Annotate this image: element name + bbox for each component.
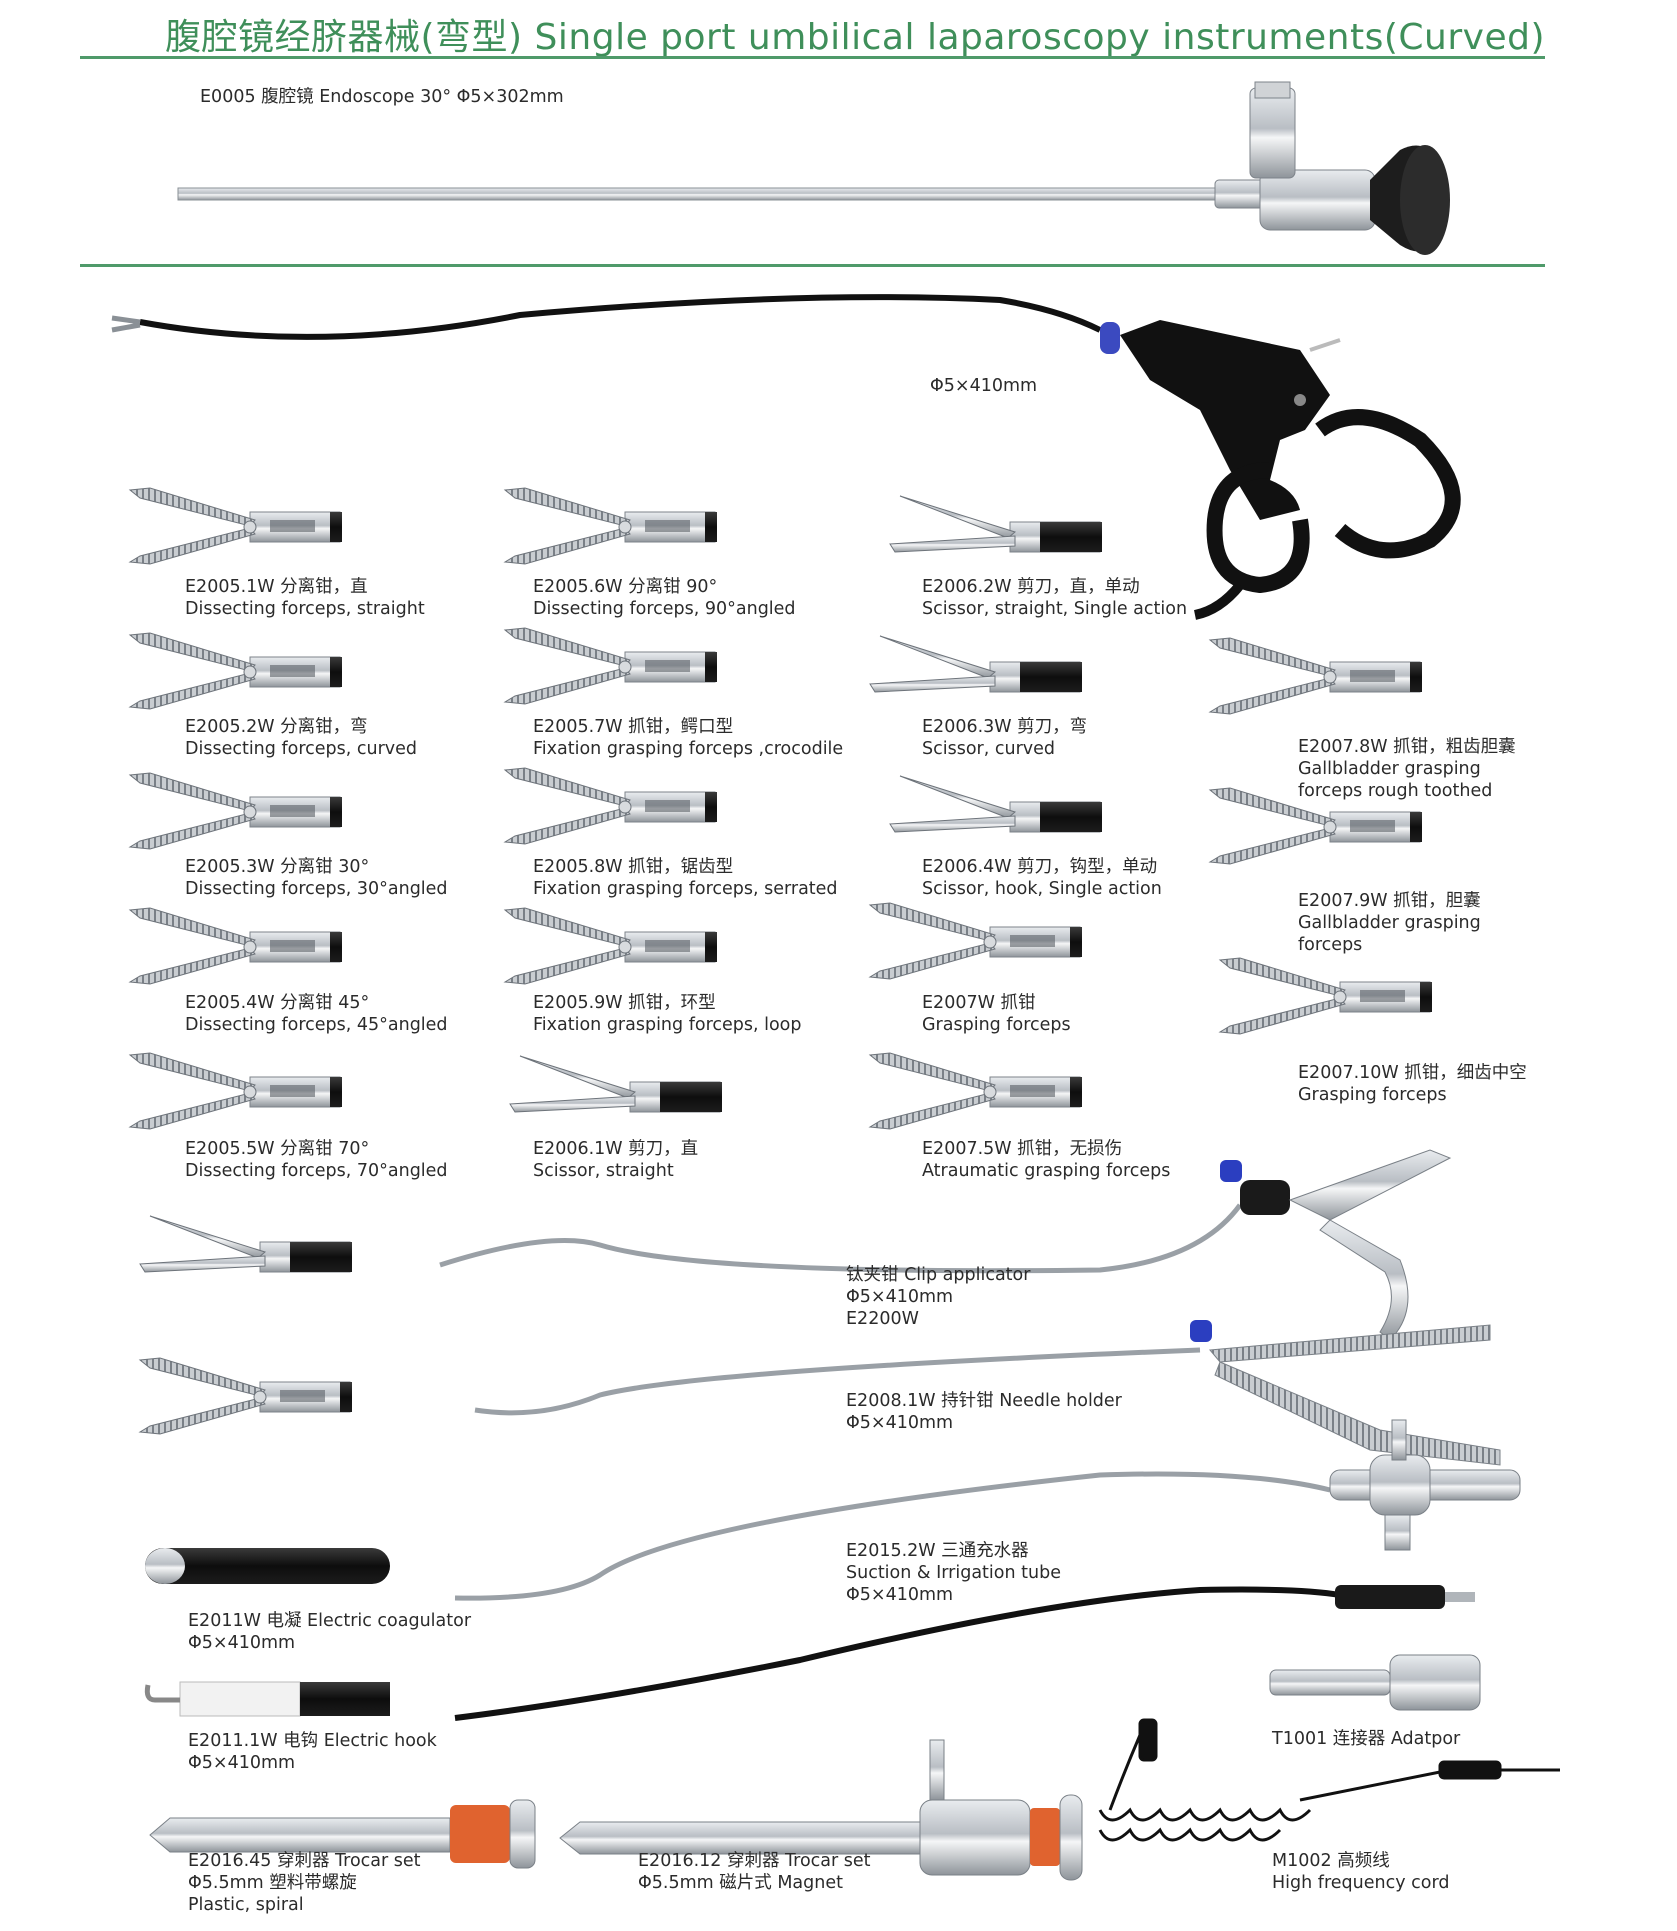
needle-shaft: [474, 1347, 1201, 1416]
tip-e2005-8w: [504, 767, 718, 845]
coag-illustration: [145, 1548, 390, 1584]
tip-label: E2005.5W 分离钳 70°Dissecting forceps, 70°a…: [185, 1139, 448, 1181]
tip-e2005-3w: [129, 772, 343, 850]
clip-handle: [1220, 1149, 1451, 1341]
tip-e2005-4w: [129, 907, 343, 985]
hf-cord-illustration: [1098, 1718, 1560, 1842]
tip-e2005-1w: [129, 487, 343, 565]
tip-e2006-3w: [869, 635, 1083, 693]
tip-needle: [139, 1357, 353, 1435]
tip-label: E2005.4W 分离钳 45°Dissecting forceps, 45°a…: [185, 993, 448, 1035]
black-handle-illustration: [111, 294, 1461, 620]
tip-e2007-8w: [1209, 637, 1423, 715]
hook-illustration: [144, 1681, 390, 1717]
tip-e2007-10w: [1219, 957, 1433, 1035]
adaptor-label: T1001 连接器 Adatpor: [1272, 1729, 1461, 1749]
tip-e2006-2w: [889, 495, 1103, 553]
tip-e2005-5w: [129, 1052, 343, 1130]
tip-e2007-5w: [869, 1052, 1083, 1130]
tip-e2005-7w: [504, 627, 718, 705]
tip-clip: [139, 1215, 353, 1273]
endoscope-label: E0005 腹腔镜 Endoscope 30° Φ5×302mm: [200, 87, 564, 107]
tip-e2005-9w: [504, 907, 718, 985]
tip-e2007w: [869, 902, 1083, 980]
tip-e2005-6w: [504, 487, 718, 565]
tip-label: E2005.6W 分离钳 90°Dissecting forceps, 90°a…: [533, 577, 796, 619]
handle-size-label: Φ5×410mm: [930, 376, 1038, 396]
title-rule: [80, 56, 1545, 59]
trocar-magnet-illustration: [559, 1739, 1083, 1881]
suction-shaft: [454, 1471, 1331, 1601]
suction-valve: [1329, 1419, 1521, 1551]
coag-cord: [454, 1586, 1341, 1721]
section-rule: [80, 264, 1545, 267]
tip-label: E2005.3W 分离钳 30°Dissecting forceps, 30°a…: [185, 857, 448, 899]
needle-handle: [1190, 1320, 1501, 1466]
page-title: 腹腔镜经脐器械(弯型) Single port umbilical laparo…: [165, 17, 1545, 58]
adaptor-illustration: [1269, 1654, 1481, 1711]
tip-e2005-2w: [129, 632, 343, 710]
tip-e2006-4w: [889, 775, 1103, 833]
trocar-spiral-illustration: [149, 1799, 536, 1869]
endoscope-illustration: [177, 81, 1450, 255]
tip-e2006-1w: [509, 1055, 723, 1113]
clip-shaft: [439, 1203, 1243, 1274]
